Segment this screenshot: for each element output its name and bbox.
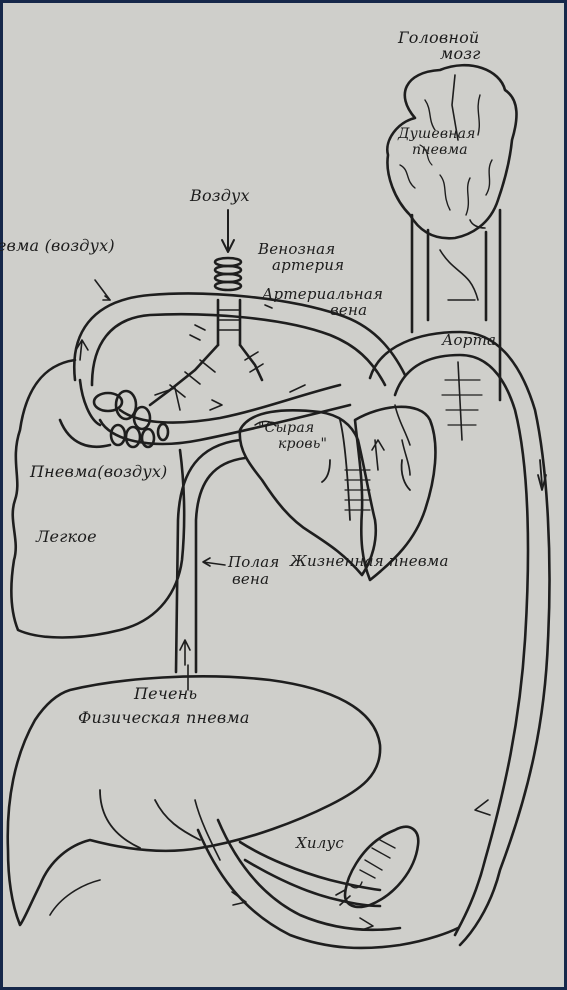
label-arterial-vein-2: вена (330, 302, 367, 318)
label-vena-cava-2: вена (232, 571, 269, 587)
label-raw-blood-2: кровь" (278, 436, 327, 452)
label-aorta: Аорта (442, 332, 496, 348)
label-pneuma-air-top: Пневма (воздух) (0, 238, 115, 254)
label-lung: Легкое (36, 529, 97, 545)
label-chyle: Хилус (296, 835, 344, 851)
label-vital-pneuma: Жизненная пневма (290, 553, 449, 569)
label-venous-artery: Венозная (258, 241, 335, 257)
label-raw-blood: "Сырая (258, 420, 314, 436)
label-liver: Печень (134, 686, 197, 702)
label-vena-cava: Полая (228, 554, 280, 570)
label-pneuma-air-lung: Пневма(воздух) (30, 464, 167, 480)
label-brain-2: мозг (440, 46, 481, 62)
label-physical-pneuma: Физическая пневма (78, 710, 250, 726)
label-psychic-pneuma-2: пневма (412, 142, 468, 158)
label-venous-artery-2: артерия (272, 257, 344, 273)
label-psychic-pneuma: Душевная (398, 126, 476, 142)
label-arterial-vein: Артериальная (262, 286, 383, 302)
lung-shape (11, 360, 184, 638)
trachea (150, 258, 263, 405)
air-arrow (222, 210, 234, 252)
label-air: Воздух (190, 188, 250, 204)
aorta-vessel (370, 332, 549, 945)
